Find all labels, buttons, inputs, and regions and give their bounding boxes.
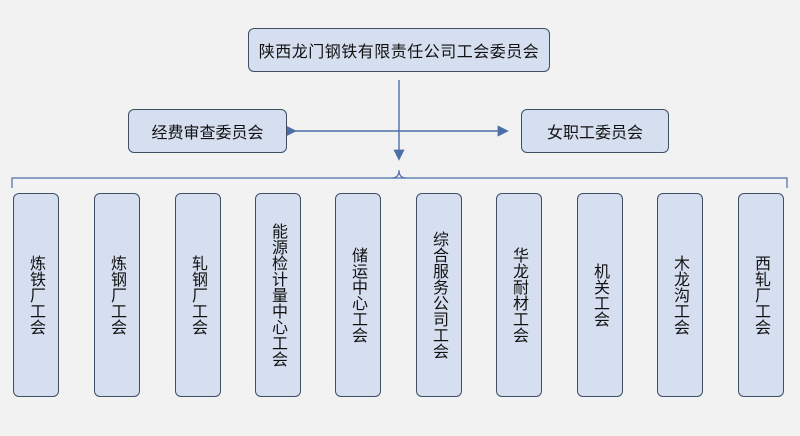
unit-box: 木龙沟工会 (657, 193, 703, 397)
bracket-tip (391, 169, 407, 179)
units-bracket (11, 177, 788, 188)
unit-box: 西轧厂工会 (738, 193, 784, 397)
audit-committee-label: 经费审查委员会 (151, 123, 264, 142)
unit-box: 轧钢厂工会 (175, 193, 221, 397)
audit-committee-box: 经费审查委员会 (128, 109, 287, 153)
unit-box: 储运中心工会 (335, 193, 381, 397)
unit-box: 炼钢厂工会 (94, 193, 140, 397)
unit-box: 炼铁厂工会 (13, 193, 59, 397)
union-committee-label: 陕西龙门钢铁有限责任公司工会委员会 (258, 42, 540, 61)
unit-box: 综合服务公司工会 (416, 193, 462, 397)
women-committee-box: 女职工委员会 (521, 109, 669, 153)
unit-box: 华龙耐材工会 (496, 193, 542, 397)
union-committee-box: 陕西龙门钢铁有限责任公司工会委员会 (248, 28, 550, 72)
women-committee-label: 女职工委员会 (546, 123, 643, 142)
unit-box: 能源检计量中心工会 (255, 193, 301, 397)
unit-box: 机关工会 (577, 193, 623, 397)
